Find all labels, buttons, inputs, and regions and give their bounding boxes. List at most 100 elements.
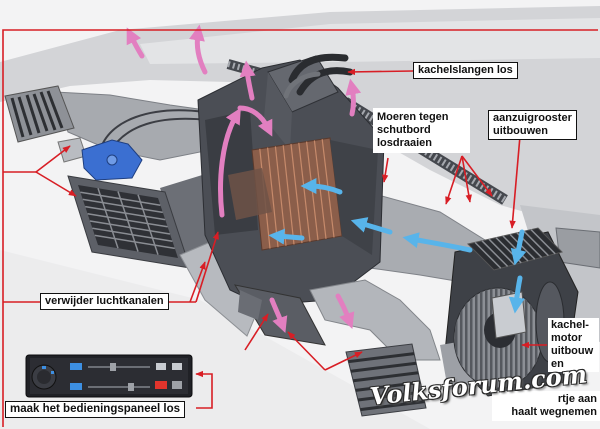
rear-footwell-vent — [345, 343, 427, 417]
heater-core-fin — [290, 143, 303, 244]
distribution-slider-knob — [110, 363, 116, 371]
vent-slat — [357, 390, 423, 402]
left-face-vent — [4, 85, 75, 143]
fan-speed-knob-center — [37, 370, 51, 384]
vent-slat — [355, 380, 421, 392]
grille-bar — [523, 230, 549, 257]
label-heater-motor: kachel- motor uitbouw en — [548, 318, 599, 372]
fan-speed-mark — [51, 371, 54, 374]
grille-bar — [474, 241, 502, 269]
valve-pivot — [106, 154, 118, 166]
callout-line-heater-hoses — [347, 68, 414, 76]
control-panel — [25, 354, 193, 398]
callout-line-bulkhead-nuts — [382, 157, 389, 183]
label-intake-grille: aanzuigrooster uitbouwen — [488, 110, 577, 140]
label-heater-hoses: kachelslangen los — [413, 62, 518, 79]
grille-bar — [488, 238, 515, 266]
fresh-air-arrow — [510, 229, 527, 266]
warm-air-arrow — [189, 24, 208, 75]
air-mix-flap — [228, 168, 272, 220]
left-center-vent — [67, 175, 191, 269]
callout-line-valve — [35, 145, 71, 173]
heater-hose — [288, 53, 349, 84]
label-line: aanzuigrooster — [493, 112, 572, 124]
defroster-grille-slats — [343, 99, 507, 203]
heater-core-fin — [282, 145, 295, 245]
rear-defrost-button — [155, 381, 167, 389]
heater-hose — [296, 67, 354, 96]
outlet-stub — [238, 290, 262, 320]
warm-air-arrow — [218, 107, 241, 218]
warm-air-arrow — [269, 297, 288, 333]
fresh-air-flow-arrows — [268, 178, 527, 314]
vent-slat — [360, 400, 425, 412]
panel-button — [172, 363, 182, 370]
label-line: kachel- — [551, 319, 589, 331]
heater-box — [197, 55, 441, 361]
heater-core-fin — [313, 140, 327, 239]
warm-air-arrow — [237, 105, 273, 137]
heater-valve-pipe — [283, 71, 321, 99]
grille-bar — [509, 233, 536, 260]
label-line: haalt wegnemen — [511, 406, 597, 418]
label-line: rtje aan — [557, 393, 597, 405]
grille-divider — [97, 187, 119, 249]
fresh-air-arrow — [268, 228, 305, 245]
vent-slat — [10, 97, 25, 138]
label-line: uitbouw — [551, 345, 594, 357]
label-control-panel: maak het bedieningspaneel los — [5, 401, 185, 418]
temperature-icon — [70, 383, 82, 390]
fresh-air-arrow — [350, 217, 393, 235]
vent-slat — [25, 94, 41, 134]
callout-line-air-ducts — [189, 261, 206, 303]
warm-air-arrow — [345, 78, 362, 117]
motor-bracket — [491, 291, 527, 339]
label-line: schutbord — [377, 124, 431, 136]
callout-line-air-ducts — [195, 231, 219, 303]
fresh-air-arrow — [300, 178, 343, 195]
label-bulkhead-nuts: Moeren tegen schutbord losdraaien — [373, 108, 470, 153]
label-line: uitbouwen — [493, 125, 548, 137]
vent-slat — [348, 352, 415, 364]
warm-air-arrow — [239, 60, 256, 101]
warm-air-flow-arrows — [126, 24, 362, 333]
label-line: Moeren tegen — [377, 111, 449, 123]
grille-divider — [117, 191, 139, 252]
warm-air-arrow — [335, 293, 355, 329]
fan-speed-mark — [42, 366, 46, 369]
callout-line-control-panel — [195, 370, 213, 409]
callout-line-bulkhead-nuts — [461, 155, 472, 203]
callout-line-footwell — [324, 351, 363, 371]
label-bottom-right-partial: rtje aan haalt wegnemen — [492, 391, 600, 421]
vent-slat — [39, 91, 57, 131]
grille-divider — [137, 194, 159, 255]
vent-slat — [46, 90, 64, 129]
grille-bar — [530, 229, 556, 255]
label-line: en — [551, 358, 564, 370]
callout-line-footwell — [287, 331, 326, 371]
label-air-ducts: verwijder luchtkanalen — [40, 293, 169, 310]
callout-line-footwell — [244, 313, 269, 351]
vent-slat — [32, 93, 49, 132]
callout-line-left-vent — [35, 171, 77, 197]
warm-air-arrow — [126, 27, 145, 59]
control-cable — [99, 109, 206, 151]
recirculation-button — [156, 363, 166, 370]
heater-valve-tower-front — [264, 72, 292, 150]
label-line: losdraaien — [377, 137, 433, 149]
panel-button — [172, 381, 182, 389]
callout-frame — [2, 29, 598, 427]
temperature-slider-knob — [128, 383, 134, 391]
label-line: motor — [551, 332, 583, 344]
air-distribution-icon — [70, 363, 82, 370]
vent-slat — [353, 371, 419, 383]
vent-slat — [17, 96, 33, 136]
callout-line-intake-grille — [509, 135, 521, 229]
vent-slat — [350, 361, 417, 373]
callout-line-bulkhead-nuts — [445, 155, 463, 205]
fresh-air-arrow — [508, 275, 525, 314]
callout-line-bulkhead-nuts — [461, 155, 493, 197]
grille-bar — [481, 240, 509, 267]
fresh-air-arrow — [402, 232, 473, 253]
